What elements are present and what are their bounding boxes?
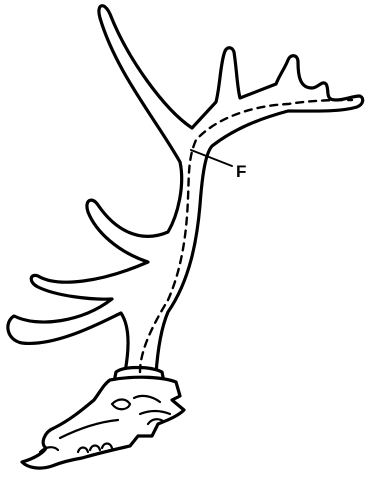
label-f: F (236, 162, 246, 181)
antler-main-beam (8, 6, 363, 374)
